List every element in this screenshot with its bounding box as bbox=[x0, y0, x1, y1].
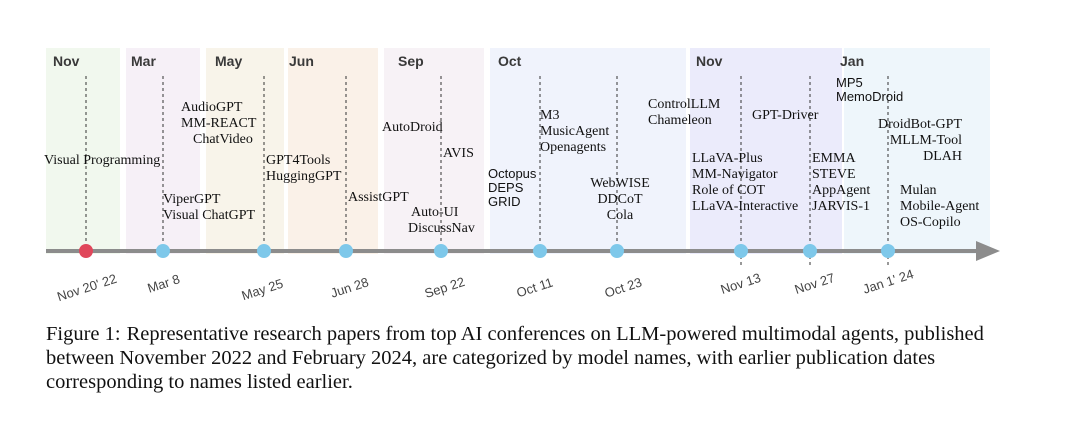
month-label: Jan bbox=[840, 53, 865, 69]
paper-name: LLaVA-Plus bbox=[692, 151, 763, 166]
month-label: Mar bbox=[131, 53, 156, 69]
paper-name: AVIS bbox=[443, 146, 474, 161]
paper-group-nov-b: GPT-Driver bbox=[752, 108, 818, 124]
paper-group-oct23: WebWISE DDCoT Cola bbox=[588, 176, 652, 224]
paper-name: AutoDroid bbox=[382, 120, 443, 135]
paper-name: Chameleon bbox=[648, 113, 712, 128]
paper-name: DroidBot-GPT bbox=[878, 117, 962, 132]
paper-group-oct-a: M3 MusicAgent Openagents bbox=[540, 108, 609, 156]
paper-name: GRID bbox=[488, 194, 521, 209]
paper-name: AppAgent bbox=[812, 183, 871, 198]
caption-text: Representative research papers from top … bbox=[46, 323, 984, 393]
paper-name: STEVE bbox=[812, 167, 856, 182]
month-label: Jun bbox=[289, 53, 314, 69]
paper-group-jan-a: MP5 MemoDroid bbox=[836, 76, 903, 104]
paper-name: MLLM-Tool bbox=[889, 133, 962, 148]
paper-name: GPT4Tools bbox=[266, 153, 331, 168]
timeline-arrowhead bbox=[976, 241, 1000, 261]
band-jan bbox=[844, 48, 990, 254]
band-oct bbox=[490, 48, 686, 254]
paper-name: MusicAgent bbox=[540, 124, 610, 139]
paper-name: Role of COT bbox=[692, 183, 766, 198]
dot-nov13 bbox=[734, 244, 748, 258]
paper-name: MP5 bbox=[836, 75, 863, 90]
paper-name: ChatVideo bbox=[193, 132, 253, 147]
paper-name: Octopus bbox=[488, 166, 537, 181]
paper-name: MM-Navigator bbox=[692, 167, 778, 182]
paper-name: DDCoT bbox=[597, 192, 643, 207]
band-nov2 bbox=[690, 48, 842, 254]
dot-may25 bbox=[257, 244, 271, 258]
paper-name: HuggingGPT bbox=[266, 169, 342, 184]
paper-group-jun28: AssistGPT bbox=[348, 190, 409, 206]
paper-name: DLAH bbox=[923, 149, 962, 164]
paper-name: JARVIS-1 bbox=[812, 199, 870, 214]
paper-group-sep-a: AutoDroid bbox=[382, 120, 443, 136]
paper-name: Openagents bbox=[540, 140, 607, 155]
paper-name: ControlLLM bbox=[648, 97, 721, 112]
month-label: Nov bbox=[53, 53, 80, 69]
caption-label: Figure 1: bbox=[46, 323, 121, 345]
paper-group-jan1: Mulan Mobile-Agent OS-Copilo bbox=[900, 183, 979, 231]
paper-name: AudioGPT bbox=[181, 100, 243, 115]
dot-nov20 bbox=[79, 244, 93, 258]
paper-group-may: AudioGPT MM-REACT ChatVideo bbox=[181, 100, 256, 148]
paper-group-nov27: EMMA STEVE AppAgent JARVIS-1 bbox=[812, 151, 870, 215]
dot-mar8 bbox=[156, 244, 170, 258]
band-nov bbox=[46, 48, 120, 254]
paper-group-sep22: Auto-UI DiscussNav bbox=[408, 205, 475, 237]
paper-group-nov-a: ControlLLM Chameleon bbox=[648, 97, 720, 129]
paper-name: GPT-Driver bbox=[752, 108, 819, 123]
paper-name: Mobile-Agent bbox=[900, 199, 980, 214]
month-label: May bbox=[215, 53, 243, 69]
paper-name: Auto-UI bbox=[411, 205, 459, 220]
band-sep bbox=[384, 48, 484, 254]
paper-group-sep-b: AVIS bbox=[443, 146, 474, 162]
paper-name: EMMA bbox=[812, 151, 856, 166]
dot-jan1 bbox=[881, 244, 895, 258]
month-label: Nov bbox=[696, 53, 723, 69]
dot-nov27 bbox=[803, 244, 817, 258]
paper-group-oct11: Octopus DEPS GRID bbox=[488, 167, 536, 209]
paper-name: Cola bbox=[606, 208, 634, 223]
paper-name: AssistGPT bbox=[348, 190, 409, 205]
band-jun bbox=[288, 48, 378, 254]
dot-jun28 bbox=[339, 244, 353, 258]
paper-name: ViperGPT bbox=[163, 192, 221, 207]
paper-name: M3 bbox=[540, 108, 560, 123]
band-may bbox=[206, 48, 284, 254]
dot-oct11 bbox=[533, 244, 547, 258]
paper-group-nov20: Visual Programming bbox=[44, 153, 160, 169]
paper-group-nov13: LLaVA-Plus MM-Navigator Role of COT LLaV… bbox=[692, 151, 798, 215]
figure-caption: Figure 1:Representative research papers … bbox=[46, 322, 1056, 394]
paper-name: Mulan bbox=[900, 183, 937, 198]
dot-sep22 bbox=[434, 244, 448, 258]
paper-name: MemoDroid bbox=[836, 89, 904, 104]
paper-name: WebWISE bbox=[590, 176, 650, 191]
paper-name: LLaVA-Interactive bbox=[692, 199, 799, 214]
paper-name: Visual Programming bbox=[44, 153, 161, 168]
paper-name: DiscussNav bbox=[408, 221, 475, 236]
paper-name: DEPS bbox=[488, 180, 524, 195]
paper-name: OS-Copilo bbox=[900, 215, 961, 230]
month-label: Oct bbox=[498, 53, 522, 69]
dot-oct23 bbox=[610, 244, 624, 258]
month-label: Sep bbox=[398, 53, 424, 69]
paper-group-may25: GPT4Tools HuggingGPT bbox=[266, 153, 341, 185]
timeline-graphic bbox=[46, 48, 1000, 266]
paper-name: Visual ChatGPT bbox=[163, 208, 256, 223]
paper-group-jan-b: DroidBot-GPT MLLM-Tool DLAH bbox=[864, 117, 962, 165]
paper-name: MM-REACT bbox=[181, 116, 257, 131]
paper-group-mar8: ViperGPT Visual ChatGPT bbox=[163, 192, 255, 224]
